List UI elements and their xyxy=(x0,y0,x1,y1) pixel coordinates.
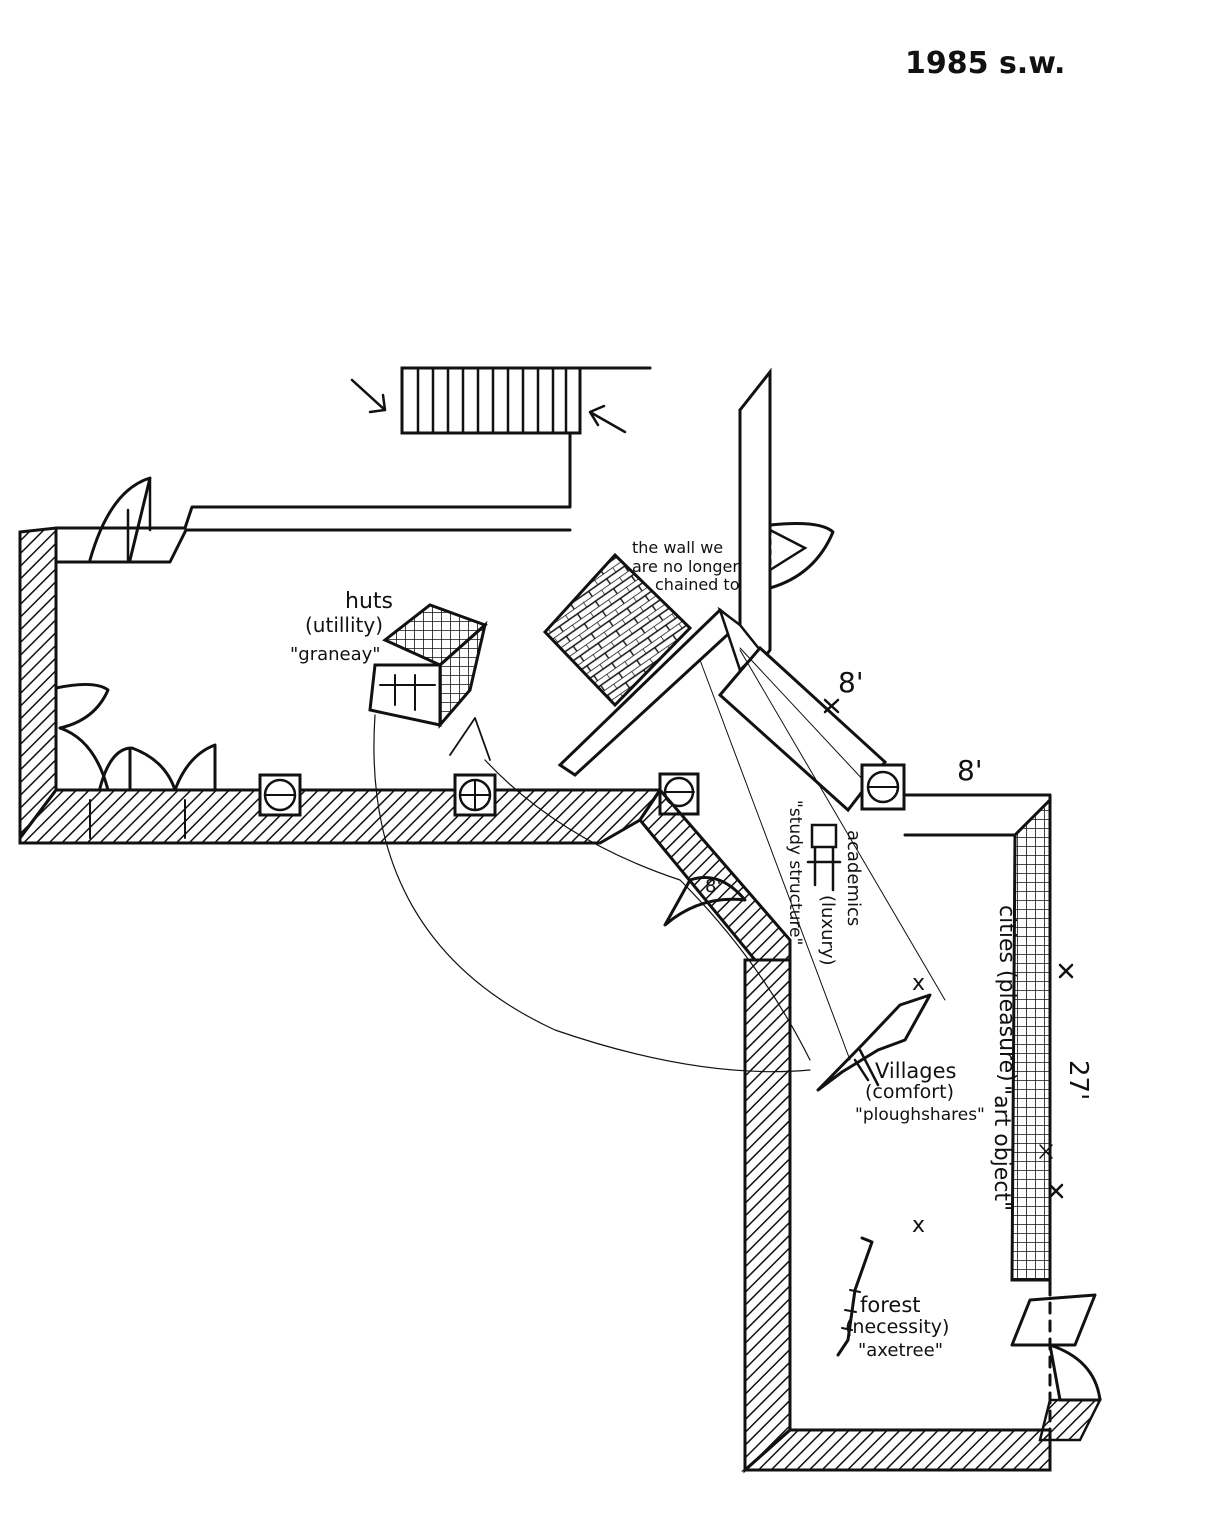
villages-note: (comfort) xyxy=(865,1081,954,1103)
huts-granary xyxy=(368,603,488,730)
door-left-wall xyxy=(54,683,110,730)
dimension-top: 8' xyxy=(838,666,864,699)
dimension-right: 27' xyxy=(1063,1060,1093,1100)
x-mark: x xyxy=(912,971,925,996)
villages-label: Villages xyxy=(875,1059,956,1083)
signature: 1985 s.w. xyxy=(905,46,1065,81)
ploughshares-label: "ploughshares" xyxy=(855,1105,985,1125)
arrow-right-icon xyxy=(588,404,627,434)
stair xyxy=(350,366,652,435)
wall-label-line2: are no longer xyxy=(632,557,739,576)
study-label: "study structure" xyxy=(785,800,805,945)
granary-label: "graneay" xyxy=(290,644,381,665)
door-diagonal xyxy=(663,876,747,927)
rotation-arcs xyxy=(373,649,946,1073)
forest-note: (necessity) xyxy=(845,1316,949,1338)
door-top-left xyxy=(88,476,152,562)
axetree-label: "axetree" xyxy=(858,1340,943,1361)
bottom-right-wall-hatched xyxy=(741,1428,1052,1472)
axetree-object xyxy=(836,1236,874,1357)
academics-note: (luxury) xyxy=(817,895,838,966)
column-1 xyxy=(258,773,302,817)
column-corner xyxy=(860,763,906,811)
left-wall-hatched xyxy=(18,526,58,843)
wall-label-line1: the wall we xyxy=(632,538,723,557)
door-bottom-double xyxy=(98,743,217,792)
dimension-corner: 8' xyxy=(957,754,983,787)
arrow-left-icon xyxy=(350,378,387,414)
x-mark: x xyxy=(912,1213,925,1238)
ploughshare-object xyxy=(816,993,932,1092)
dimension-inner: 8' xyxy=(705,876,721,897)
art-object-label: "art object" xyxy=(989,1085,1014,1211)
door-right-panel xyxy=(768,522,835,590)
bottom-wall-hatched xyxy=(18,788,663,845)
arrow-arc-icon xyxy=(449,717,491,761)
forest-label: forest xyxy=(860,1293,921,1317)
right-wall-grid xyxy=(1010,796,1052,1282)
door-bottom-right xyxy=(1010,1293,1097,1347)
brick-wall xyxy=(542,552,762,777)
cities-label: cities (pleasure) xyxy=(994,905,1019,1082)
huts-note: (utillity) xyxy=(305,613,383,637)
slanted-beam xyxy=(717,645,888,813)
wall-label-line3: chained to xyxy=(655,575,739,594)
left-room xyxy=(18,431,700,845)
diagonal-wall-hatched xyxy=(638,787,792,962)
column-2 xyxy=(453,773,497,817)
left-vertical-wall-hatched xyxy=(743,958,792,1474)
study-structure xyxy=(806,823,842,892)
academics-label: academics xyxy=(843,830,864,926)
right-room xyxy=(638,763,1103,1474)
tall-panel xyxy=(738,367,835,695)
huts-label: huts xyxy=(345,589,393,614)
